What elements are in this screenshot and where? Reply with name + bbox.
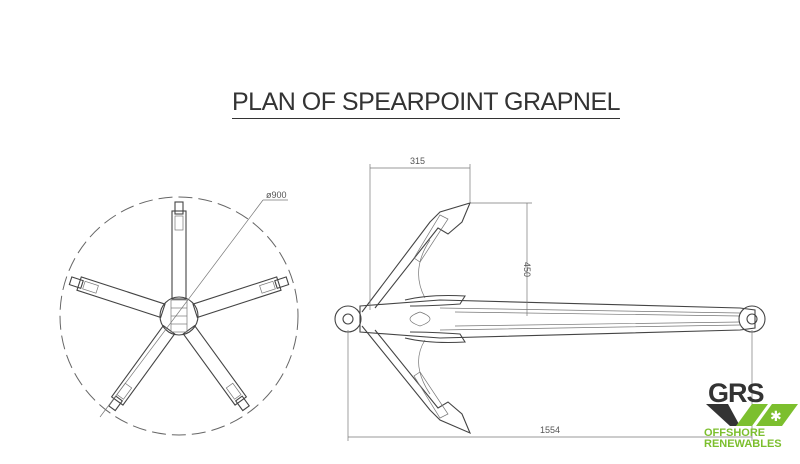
- plan-view: ø900: [59, 190, 299, 436]
- overall-length-label: 1554: [540, 425, 560, 435]
- logo-line2: RENEWABLES: [704, 438, 782, 450]
- logo-line1: OFFSHORE: [704, 427, 766, 439]
- lower-fluke: [361, 325, 472, 435]
- arm-5: [68, 276, 166, 319]
- swept-circle: [59, 196, 299, 436]
- arm-3: [182, 324, 251, 412]
- svg-text:✱: ✱: [770, 408, 782, 424]
- fluke-height-label: 450: [522, 262, 532, 277]
- logo-stripes-icon: ✱: [706, 404, 798, 426]
- hub: [159, 296, 199, 336]
- logo-text: GRS: [708, 378, 765, 408]
- arm-1: [171, 201, 187, 300]
- grapnel-arms: [68, 201, 290, 412]
- arm-4: [107, 324, 176, 412]
- upper-fluke: [361, 202, 471, 313]
- shank: [359, 299, 756, 339]
- arm-2: [192, 276, 290, 319]
- diameter-label: ø900: [266, 190, 287, 200]
- drawing-title: PLAN OF SPEARPOINT GRAPNEL: [232, 88, 621, 119]
- grs-logo: GRS ✱ OFFSHORE RENEWABLES: [700, 378, 800, 464]
- eye-left: [334, 305, 362, 333]
- diameter-leader: [99, 199, 264, 418]
- side-view: 315 450 1554: [334, 156, 766, 441]
- fluke-width-label: 315: [410, 156, 425, 166]
